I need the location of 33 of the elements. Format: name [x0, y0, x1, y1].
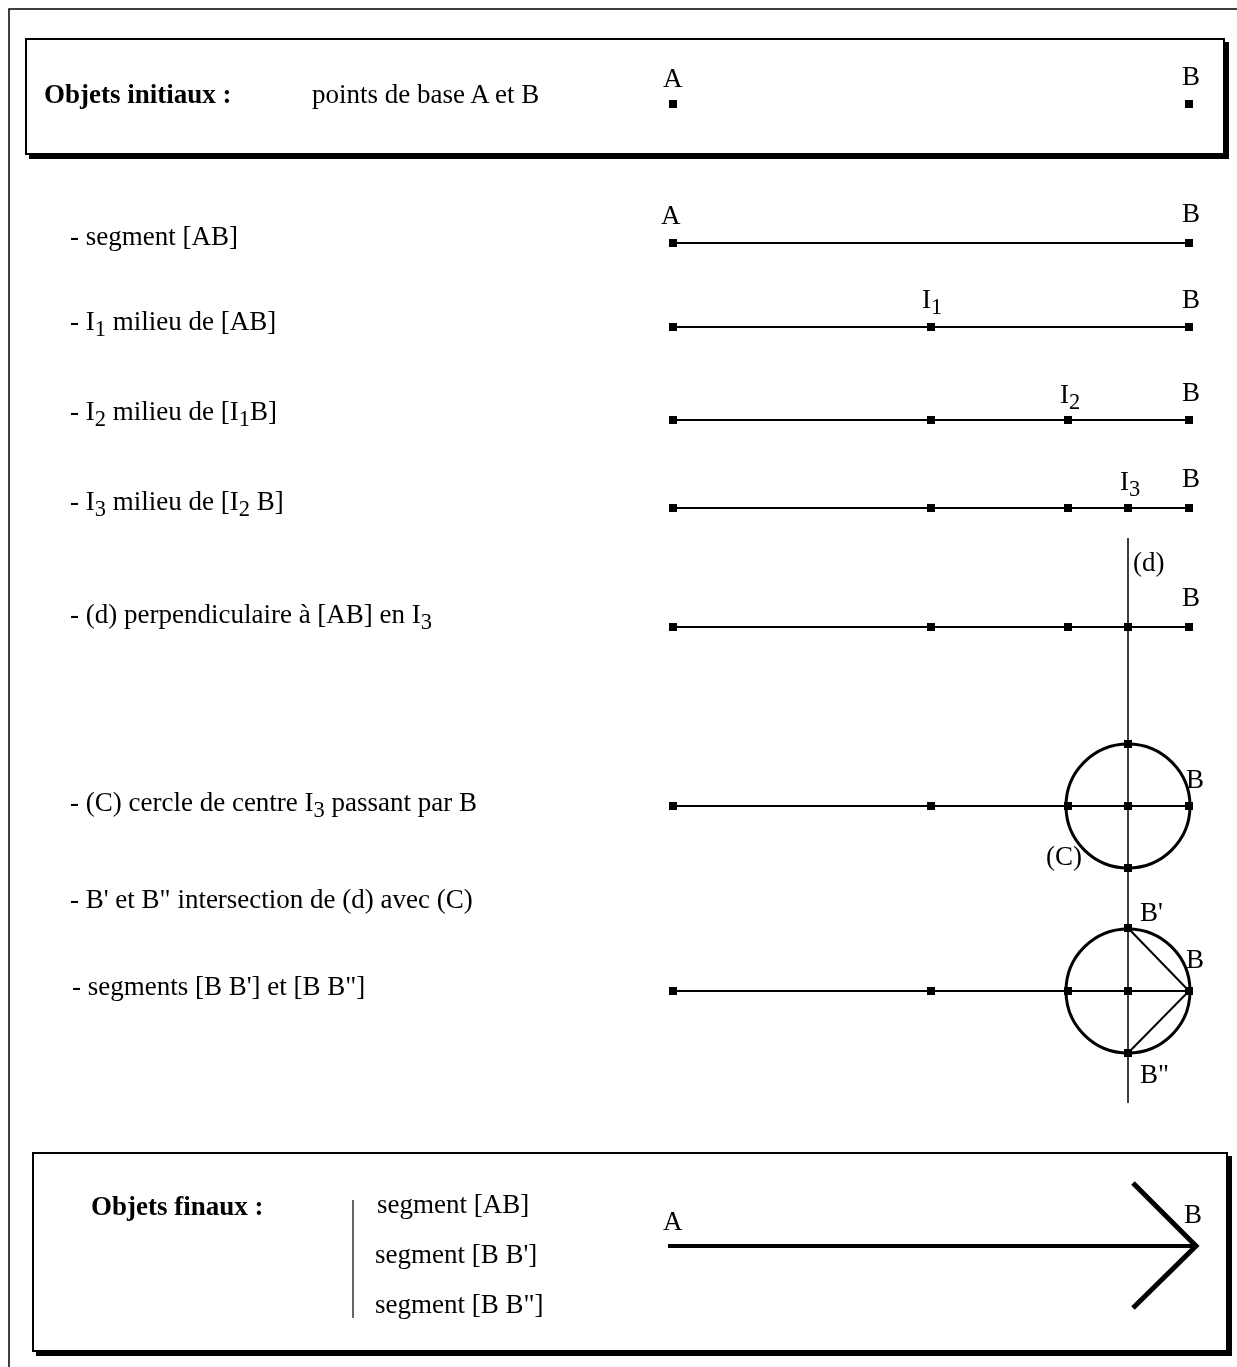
- point-label: B: [1182, 464, 1200, 494]
- list-text: segment [AB]: [377, 1190, 530, 1220]
- step-text: - (d) perpendiculaire à [AB] en I$_{3}$: [70, 600, 433, 636]
- point-label: B: [1182, 285, 1200, 315]
- section-heading: Objets initiaux :: [44, 80, 232, 110]
- point-label: I$_{2}$: [1060, 380, 1081, 416]
- step-text: - B' et B" intersection de (d) avec (C): [70, 885, 473, 915]
- line-label: (d): [1133, 548, 1165, 578]
- step-text: - segments [B B'] et [B B"]: [72, 972, 366, 1002]
- point-label: A: [663, 1207, 683, 1237]
- circle-label: (C): [1046, 842, 1082, 872]
- point-label: I$_{3}$: [1120, 467, 1141, 503]
- point-label: B: [1182, 378, 1200, 408]
- point-label: B: [1182, 62, 1200, 92]
- point-label: B: [1186, 765, 1204, 795]
- list-text: segment [B B']: [375, 1240, 538, 1270]
- step-text: - I$_{3}$ milieu de [I$_{2}$ B]: [70, 487, 284, 523]
- point-label: B": [1140, 1060, 1170, 1090]
- point-label: A: [663, 64, 683, 94]
- list-text: segment [B B"]: [375, 1290, 544, 1320]
- point-label: B: [1182, 583, 1200, 613]
- section-heading: Objets finaux :: [91, 1192, 264, 1222]
- point-label: B: [1182, 199, 1200, 229]
- point-label: B: [1186, 945, 1204, 975]
- point-label: A: [661, 201, 681, 231]
- list-text: points de base A et B: [312, 80, 540, 110]
- point-label: B': [1140, 898, 1163, 928]
- point-label: B: [1184, 1200, 1202, 1230]
- step-text: - segment [AB]: [70, 222, 238, 252]
- step-text: - (C) cercle de centre I$_{3}$ passant par B: [70, 788, 478, 824]
- point-label: I$_{1}$: [922, 285, 943, 321]
- step-text: - I$_{2}$ milieu de [I$_{1}$B]: [70, 397, 277, 433]
- step-text: - I$_{1}$ milieu de [AB]: [70, 307, 277, 343]
